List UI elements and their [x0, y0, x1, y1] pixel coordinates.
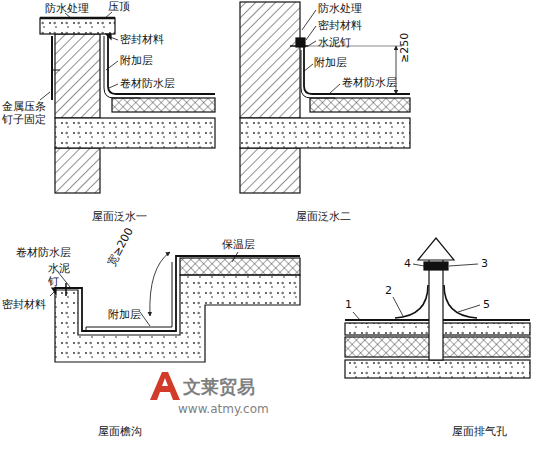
callout-number: 2 — [385, 284, 392, 297]
figure-title: 屋面檐沟 — [98, 425, 142, 438]
part-label: 水泥钉 — [48, 262, 72, 288]
flashing-one — [40, 12, 215, 193]
part-label: 卷材防水层 — [120, 77, 175, 90]
callout-number: 1 — [345, 298, 352, 311]
part-label: 防水处理 — [45, 2, 89, 15]
part-label: 金属压条 钉子固定 — [2, 100, 49, 126]
part-label: 卷材防水层 — [342, 76, 397, 89]
callout-number: 4 — [404, 257, 411, 270]
part-label: 密封材料 — [120, 33, 164, 46]
flashing-two — [240, 2, 410, 193]
callout-number: 5 — [483, 298, 490, 311]
watermark-logo — [150, 372, 180, 400]
part-label: 水泥钉 — [318, 36, 351, 49]
roof-vent — [345, 238, 530, 378]
dimension: ≥250 — [398, 33, 411, 63]
part-label: 防水处理 — [318, 2, 362, 15]
figure-title: 屋面泛水一 — [92, 210, 147, 223]
gutter — [50, 252, 300, 362]
part-label: 附加层 — [108, 308, 141, 321]
part-label: 密封材料 — [2, 298, 46, 311]
figure-title: 屋面泛水二 — [296, 210, 351, 223]
part-label: 保温层 — [222, 238, 255, 251]
part-label: 附加层 — [120, 54, 153, 67]
part-label: 密封材料 — [318, 19, 362, 32]
watermark: 文莱贸易 — [183, 376, 255, 398]
dimension: 宽≥200 — [105, 226, 136, 269]
figure-title: 屋面排气孔 — [452, 425, 507, 438]
callout-number: 3 — [481, 257, 488, 270]
watermark: www.atmy.com — [178, 402, 269, 416]
part-label: 压顶 — [108, 0, 130, 13]
part-label: 卷材防水层 — [16, 246, 71, 259]
part-label: 附加层 — [314, 56, 347, 69]
